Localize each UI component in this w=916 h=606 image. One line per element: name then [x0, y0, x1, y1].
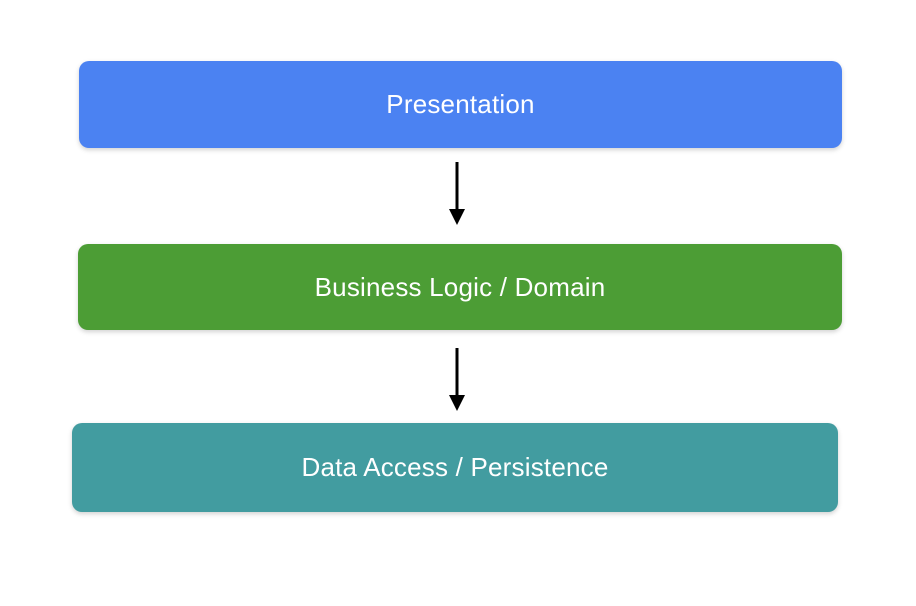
layer-label-data-access: Data Access / Persistence — [301, 452, 609, 482]
down-arrow-icon — [449, 348, 465, 411]
down-arrow-icon — [449, 162, 465, 225]
layer-box-business-logic[interactable]: Business Logic / Domain — [78, 244, 842, 330]
arrow-head — [449, 209, 465, 225]
layer-box-data-access[interactable]: Data Access / Persistence — [72, 423, 838, 512]
layer-label-presentation: Presentation — [386, 89, 535, 119]
layer-box-presentation[interactable]: Presentation — [79, 61, 842, 148]
layer-label-business-logic: Business Logic / Domain — [314, 271, 606, 302]
arrow-head — [449, 395, 465, 411]
